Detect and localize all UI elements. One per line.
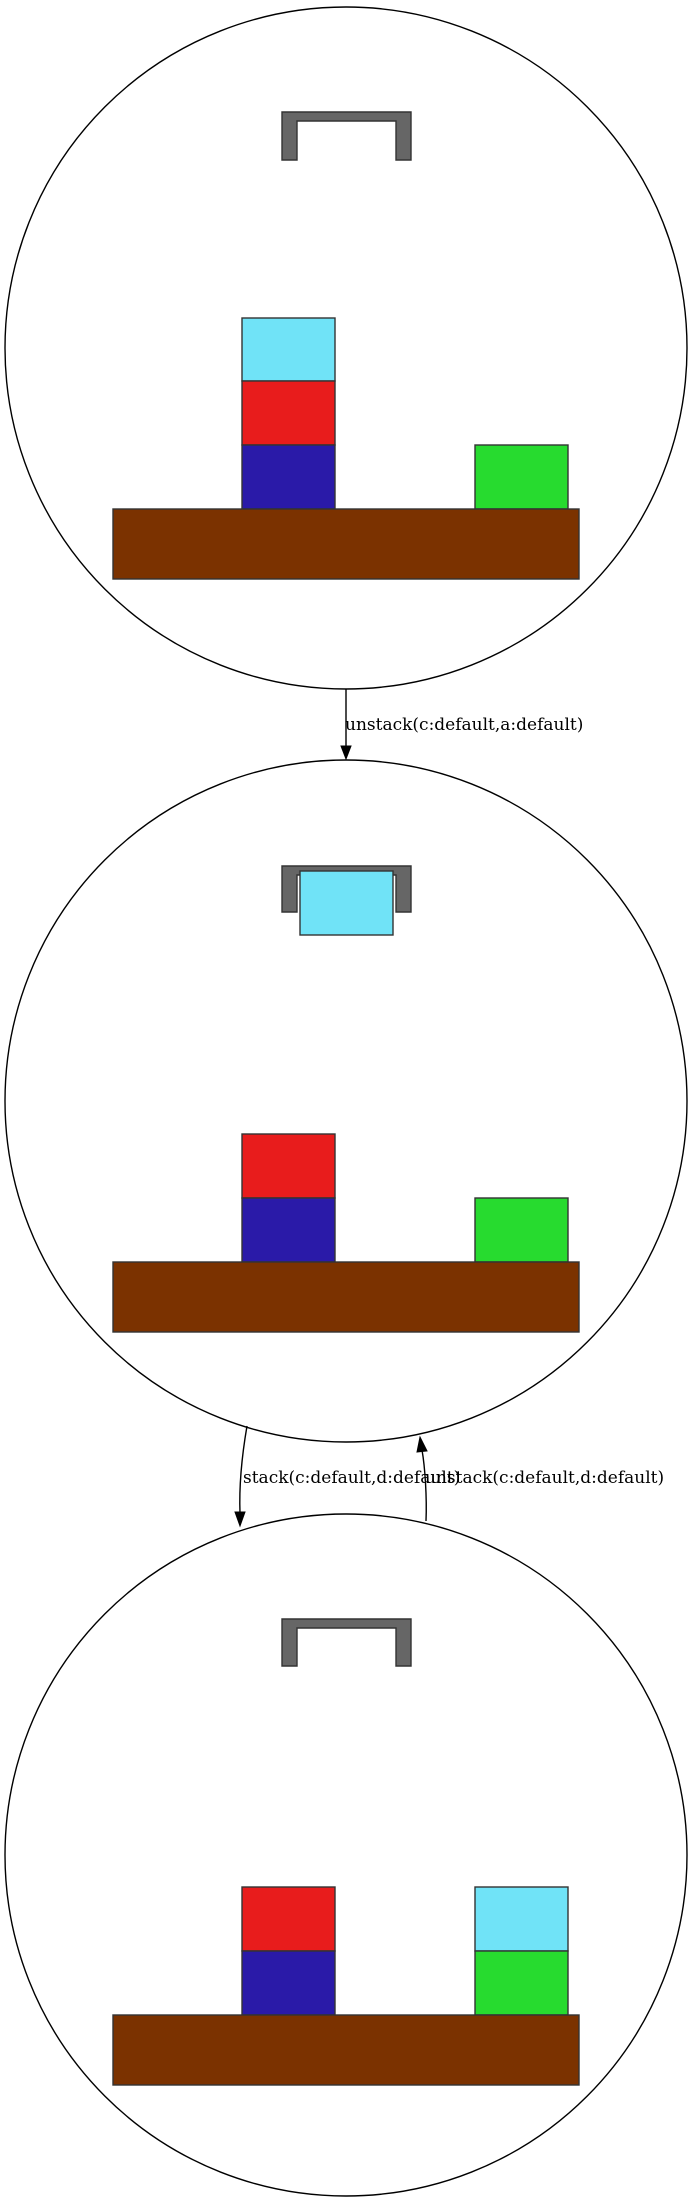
table xyxy=(112,1261,580,1333)
state-node-1-circle xyxy=(4,6,688,690)
edge-state2-to-state3: stack(c:default,d:default) xyxy=(234,1425,460,1528)
state-node-2-circle xyxy=(4,759,688,1443)
table xyxy=(112,2014,580,2086)
block-c xyxy=(241,317,336,382)
block-b xyxy=(241,1133,336,1199)
block-c-held xyxy=(299,870,394,936)
state-node-3-circle xyxy=(4,1513,688,2197)
edge-label: stack(c:default,d:default) xyxy=(243,1468,460,1488)
edge-line xyxy=(421,1449,427,1522)
arrowhead-icon xyxy=(234,1511,246,1528)
edge-line xyxy=(239,1425,248,1514)
edge-label: unstack(c:default,a:default) xyxy=(345,715,583,735)
block-d xyxy=(474,1197,569,1263)
block-a xyxy=(241,1950,336,2016)
block-b xyxy=(241,380,336,446)
state-node-1 xyxy=(4,6,688,690)
block-a xyxy=(241,444,336,510)
edge-label: unstack(c:default,d:default) xyxy=(425,1468,664,1488)
block-d xyxy=(474,1950,569,2016)
gripper-empty xyxy=(281,1618,412,1667)
edge-state3-to-state2: unstack(c:default,d:default) xyxy=(416,1435,664,1522)
block-c xyxy=(474,1886,569,1952)
table xyxy=(112,508,580,580)
block-a xyxy=(241,1197,336,1263)
gripper-empty xyxy=(281,111,412,161)
block-b xyxy=(241,1886,336,1952)
arrowhead-icon xyxy=(416,1435,428,1453)
block-d xyxy=(474,444,569,510)
state-node-3 xyxy=(4,1513,688,2197)
gripper-holding xyxy=(281,865,412,913)
edge-state1-to-state2: unstack(c:default,a:default) xyxy=(340,689,583,761)
state-node-2 xyxy=(4,759,688,1443)
arrowhead-icon xyxy=(340,745,352,761)
